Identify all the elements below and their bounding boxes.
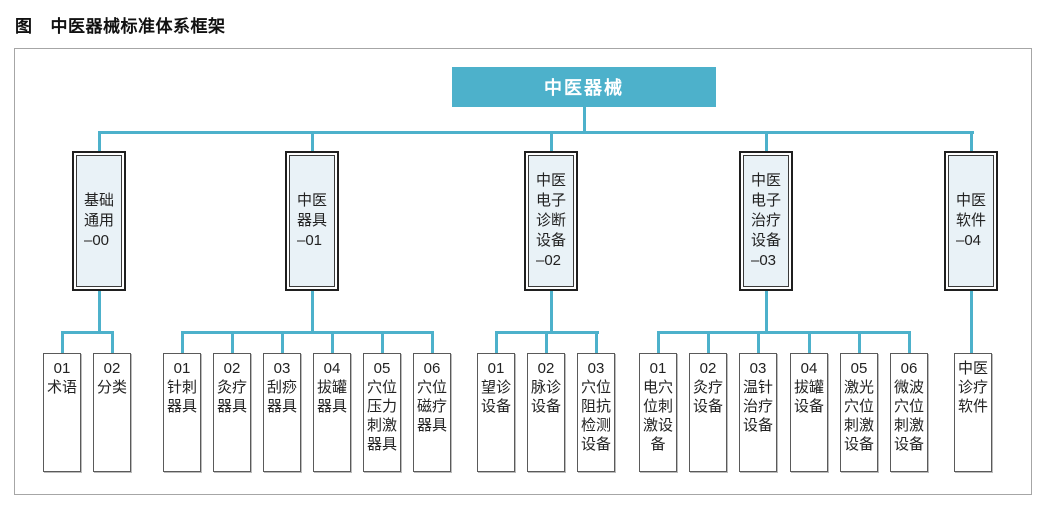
leaf-node-label: 01 术语 [46,360,77,396]
leaf-node-moxibustion-equipment: 02 灸疗 设备 [689,353,727,472]
leaf-node-acupoint-magnetic-instruments: 06 穴位 磁疗 器具 [413,353,451,472]
leaf-node-label: 06 微波 穴位 刺激 设备 [893,360,924,453]
connector-busbar [657,331,910,334]
title-text: 中医器械标准体系框架 [50,17,226,36]
connector-leaf-drop [545,331,548,353]
connector-branch-stem [765,291,768,334]
leaf-node-warm-needle-equipment: 03 温针 治疗 设备 [739,353,777,472]
connector-leaf-drop [61,331,64,353]
connector-leaf-drop [757,331,760,353]
connector-root-drop [583,107,586,134]
leaf-node-label: 02 灸疗 设备 [692,360,723,415]
diagram-title: 图中医器械标准体系框架 [15,12,226,37]
leaf-node-acupuncture-instruments: 01 针刺 器具 [163,353,201,472]
leaf-node-inspection-equipment: 01 望诊 设备 [477,353,515,472]
leaf-node-label: 01 针刺 器具 [166,360,197,415]
leaf-node-laser-acupoint-stimulation: 05 激光 穴位 刺激 设备 [840,353,878,472]
leaf-node-guasha-instruments: 03 刮痧 器具 [263,353,301,472]
leaf-node-tcm-diagnosis-software: 中医 诊疗 软件 [954,353,992,472]
leaf-node-acupoint-impedance-equipment: 03 穴位 阻抗 检测 设备 [577,353,615,472]
connector-leaf-drop [495,331,498,353]
leaf-node-label: 04 拔罐 设备 [793,360,824,415]
connector-busbar [181,331,433,334]
leaf-node-label: 02 脉诊 设备 [530,360,561,415]
branch-node-basic-general-00: 基础 通用 –00 [72,151,126,291]
connector-branch-stem [311,291,314,334]
leaf-node-label: 05 激光 穴位 刺激 设备 [843,360,874,453]
connector-leaf-drop [331,331,334,353]
leaf-node-electro-acupoint-stimulation: 01 电穴 位刺 激设 备 [639,353,677,472]
leaf-node-label: 01 望诊 设备 [480,360,511,415]
connector-leaf-drop [858,331,861,353]
connector-leaf-drop [381,331,384,353]
connector-branch-stem [550,291,553,334]
connector-leaf-drop [657,331,660,353]
connector-branch-drop [765,131,768,151]
branch-node-label: 中医 器具 –01 [296,192,327,249]
leaf-node-label: 03 刮痧 器具 [266,360,297,415]
branch-node-label: 基础 通用 –00 [83,192,114,249]
connector-branch-drop [98,131,101,151]
connector-leaf-drop [281,331,284,353]
leaf-node-label: 中医 诊疗 软件 [957,360,988,415]
branch-node-electronic-diagnostic-02: 中医 电子 诊断 设备 –02 [524,151,578,291]
connector-leaf-drop [231,331,234,353]
branch-node-tcm-software-04: 中医 软件 –04 [944,151,998,291]
branch-node-tcm-instruments-01: 中医 器具 –01 [285,151,339,291]
connector-leaf-drop [431,331,434,353]
leaf-node-cupping-equipment: 04 拔罐 设备 [790,353,828,472]
title-prefix: 图 [15,17,33,36]
connector-leaf-drop [111,331,114,353]
branch-node-label: 中医 电子 治疗 设备 –03 [750,172,781,269]
leaf-node-moxibustion-instruments: 02 灸疗 器具 [213,353,251,472]
leaf-node-label: 03 穴位 阻抗 检测 设备 [580,360,611,453]
leaf-node-classification: 02 分类 [93,353,131,472]
root-node-label: 中医器械 [544,78,624,98]
leaf-node-label: 02 灸疗 器具 [216,360,247,415]
connector-branch-stem [98,291,101,334]
branch-node-electronic-therapy-03: 中医 电子 治疗 设备 –03 [739,151,793,291]
branch-node-label: 中医 电子 诊断 设备 –02 [535,172,566,269]
leaf-node-acupoint-pressure-instruments: 05 穴位 压力 刺激 器具 [363,353,401,472]
connector-leaf-drop [808,331,811,353]
branch-node-label: 中医 软件 –04 [955,192,986,249]
connector-leaf-drop [707,331,710,353]
connector-branch-drop [311,131,314,151]
leaf-node-label: 01 电穴 位刺 激设 备 [642,360,673,453]
connector-busbar [61,331,113,334]
connector-branch-drop [970,131,973,151]
leaf-node-label: 02 分类 [96,360,127,396]
leaf-node-pulse-diagnosis-equipment: 02 脉诊 设备 [527,353,565,472]
diagram-frame: 中医器械 基础 通用 –00 中医 器具 –01 中医 电子 诊断 设备 –02… [14,48,1032,495]
root-node-tcm-devices: 中医器械 [452,67,716,107]
leaf-node-cupping-instruments: 04 拔罐 器具 [313,353,351,472]
leaf-node-label: 03 温针 治疗 设备 [742,360,773,434]
connector-leaf-drop [595,331,598,353]
leaf-node-label: 05 穴位 压力 刺激 器具 [366,360,397,453]
connector-branch-stem [970,291,973,353]
connector-leaf-drop [908,331,911,353]
leaf-node-label: 04 拔罐 器具 [316,360,347,415]
leaf-node-terminology: 01 术语 [43,353,81,472]
connector-branch-drop [550,131,553,151]
leaf-node-label: 06 穴位 磁疗 器具 [416,360,447,434]
connector-trunk [98,131,974,134]
leaf-node-microwave-acupoint-stimulation: 06 微波 穴位 刺激 设备 [890,353,928,472]
connector-leaf-drop [181,331,184,353]
